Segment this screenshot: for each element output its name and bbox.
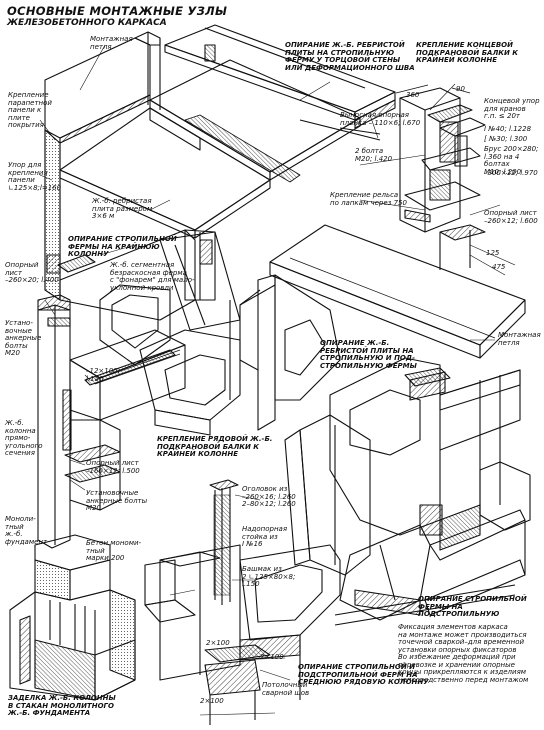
label-zh-b-rebristaya: Ж.-б. ребристая плита размером 3×6 м <box>92 197 153 220</box>
label-dim-2x100-a: 2×100 <box>206 639 230 647</box>
label-bolta-2: 2 болта М20; l.420 <box>355 147 393 163</box>
page-title: ОСНОВНЫЕ МОНТАЖНЫЕ УЗЛЫ <box>7 4 228 18</box>
foundation-node <box>9 534 136 701</box>
label-montazhnaya-petlya-top: Монтажная петля <box>90 35 133 51</box>
slab-on-trusses-node <box>229 224 531 626</box>
label-opornyy-list-right: Опорный лист –260×12; l.600 <box>484 209 538 225</box>
label-bashmak: Башмак из 2 ∟125×80×8; l.150 <box>242 565 296 588</box>
label-opiranie-stropilnoy: ОПИРАНИЕ СТРОПИЛЬНОЙ ФЕРМЫ НА КРАЙНЮЮ КО… <box>68 235 177 258</box>
label-kreplenie-kontsevoy: КРЕПЛЕНИЕ КОНЦЕВОЙ ПОДКРАНОВОЙ БАЛКИ К К… <box>416 41 519 64</box>
label-opornyy-list-mid: Опорный лист –160×12; l.500 <box>86 459 140 475</box>
label-potolochnyy-svarnoy: Потолочный сварной шов <box>262 681 310 697</box>
label-vynosnaya-opornaya: Выносная опорная планка – 110×6; l.670 <box>340 111 421 127</box>
label-brus: Брус 200×280; l.360 на 4 болтах М10; l.2… <box>484 145 539 176</box>
label-zadelka: ЗАДЕЛКА Ж.-Б. КОЛОННЫ В СТАКАН МОНОЛИТНО… <box>8 694 116 717</box>
label-kreplenie-ryadovoy: КРЕПЛЕНИЕ РЯДОВОЙ Ж.-Б. ПОДКРАНОВОЙ БАЛК… <box>157 435 273 458</box>
label-c30: [ №30; l.300 <box>484 135 528 143</box>
label-opiranie-plity-top: ОПИРАНИЕ Ж.-Б. РЕБРИСТОЙ ПЛИТЫ НА СТРОПИ… <box>285 41 415 72</box>
label-opiranie-sredney: ОПИРАНИЕ СТРОПИЛЬНОЙ И ПОДСТРОПИЛЬНОЙ ФЕ… <box>298 663 429 686</box>
crane-beam-end-node <box>395 84 516 276</box>
label-ogolovok: Оголовок из –260×16; l.260 2–80×12; l.26… <box>242 485 296 508</box>
label-ustanovochnye-bolty-left: Устано- вочные анкерные болты М20 <box>5 319 42 357</box>
label-opiranie-plity-mid: ОПИРАНИЕ Ж.-Б. РЕБРИСТОЙ ПЛИТЫ НА СТРОПИ… <box>320 339 417 370</box>
label-dim-12x100: –12×100; l.150 <box>86 367 120 383</box>
middle-column-node <box>144 479 341 725</box>
leader-lines <box>39 44 501 681</box>
label-kontsevoy-upor: Концевой упор для кранов г.п. ≤ 20т <box>484 97 540 120</box>
label-dim-125: 125 <box>486 249 500 257</box>
label-beton: Бетон мономи- тный марки 200 <box>86 539 142 562</box>
label-nadopornaya: Надопорная стойка из I №16 <box>242 525 288 548</box>
label-montazhnaya-petlya-right: Монтажная петля <box>498 331 541 347</box>
label-ustanovochnye-bolty-mid: Установочные анкерные болты М20 <box>86 489 148 512</box>
label-kreplenie-parapetnoy: Крепление парапетной панели к плите покр… <box>8 91 52 129</box>
label-zh-b-segmentnaya: Ж.-б. сегментная безраскосная ферма с "ф… <box>110 261 195 292</box>
label-dim-300x12: –300×12; l.970 <box>484 169 538 177</box>
label-dim-360: 360 <box>406 91 420 99</box>
label-monolitnyy-fundament: Моноли- тный ж.-б. фундамент <box>5 515 48 546</box>
left-column-crane-node <box>37 294 186 549</box>
label-dim-2x100-b: 2×100 <box>260 653 284 661</box>
label-dim-90: 90 <box>456 85 465 93</box>
label-dim-475: 475 <box>492 263 506 271</box>
page-subtitle: ЖЕЛЕЗОБЕТОННОГО КАРКАСА <box>7 18 167 28</box>
label-opiranie-stropilnoy-fermy: ОПИРАНИЕ СТРОПИЛЬНОЙ ФЕРМЫ НА ПОДСТРОПИЛ… <box>418 595 527 618</box>
label-i40: I №40; l.1228 <box>484 125 532 133</box>
label-dim-2x100-c: 2×100 <box>200 697 224 705</box>
label-upor-dlya-krepleniya: Упор для крепления панели ∟125×8;l=160 <box>8 161 62 192</box>
label-fiksatsiya: Фиксация элементов каркаса на монтаже мо… <box>398 623 529 684</box>
top-end-wall-node <box>164 24 396 141</box>
label-kreplenie-relsa: Крепление рельса по лапкам через 750 <box>330 191 407 207</box>
label-zh-b-kolonna: Ж.-б. колонна прямо- угольного сечения <box>5 419 43 457</box>
label-opornyy-list-left: Опорный лист –260×20; l.400 <box>5 261 59 284</box>
